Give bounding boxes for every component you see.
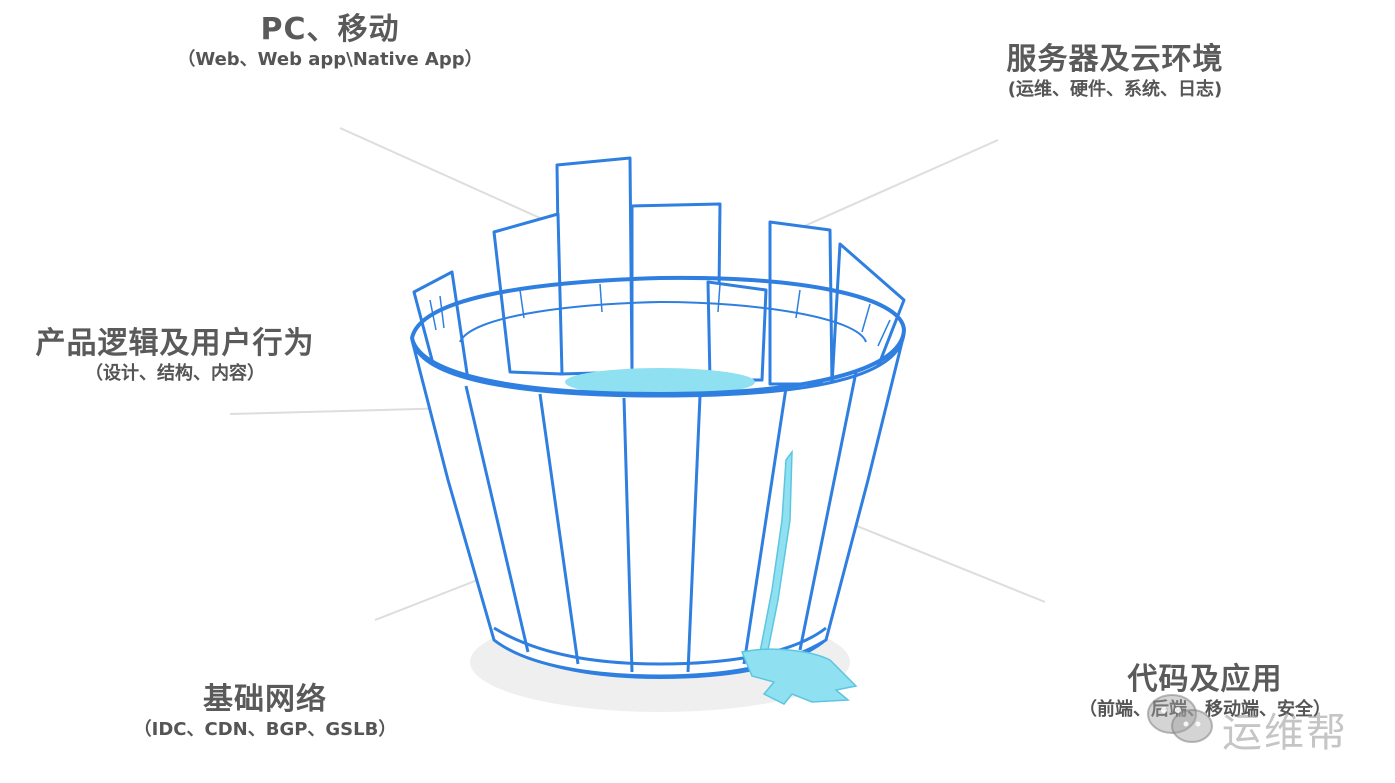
watermark: 运维帮 [1140, 686, 1380, 756]
wechat-icon [1147, 694, 1213, 743]
label-bottom-right-title: 代码及应用 [1127, 662, 1283, 697]
label-top-left-title: PC、移动 [260, 12, 400, 47]
front-stave-lines [464, 371, 858, 673]
label-top-right-subtitle: (运维、硬件、系统、日志) [1007, 79, 1223, 100]
connector-bottom-right [841, 519, 1046, 603]
label-bottom-left-subtitle: （IDC、CDN、BGP、GSLB） [133, 719, 397, 740]
barrel-rim [410, 275, 906, 396]
watermark-text: 运维帮 [1222, 710, 1348, 756]
label-top-right-title: 服务器及云环境 [1006, 42, 1224, 77]
connector-top-right [799, 139, 999, 229]
connector-top-left [339, 127, 541, 219]
label-top-left-subtitle: （Web、Web app\Native App） [177, 49, 483, 70]
leak-puddle [740, 648, 858, 705]
leak-water [740, 449, 858, 705]
label-top-right: 服务器及云环境 (运维、硬件、系统、日志) [925, 42, 1305, 102]
label-middle-left: 产品逻辑及用户行为 （设计、结构、内容） [20, 326, 330, 386]
stave-back-right [768, 220, 834, 386]
stave-back-left [492, 212, 564, 376]
rim-hatching [429, 283, 891, 347]
label-middle-left-subtitle: （设计、结构、内容） [85, 363, 265, 384]
label-bottom-left: 基础网络 （IDC、CDN、BGP、GSLB） [100, 682, 430, 742]
label-bottom-right-subtitle: （前端、后端、移动端、安全） [1079, 699, 1331, 720]
barrel-body [410, 156, 906, 679]
barrel-water-surface [565, 368, 755, 396]
stave-back-short [706, 280, 768, 382]
connector-middle-left [229, 407, 456, 415]
barrel-bottom-band [493, 626, 827, 666]
label-bottom-left-title: 基础网络 [203, 682, 327, 717]
label-top-left: PC、移动 （Web、Web app\Native App） [130, 12, 530, 72]
label-middle-left-title: 产品逻辑及用户行为 [35, 326, 315, 361]
stave-back-tallest [555, 156, 634, 376]
label-bottom-right: 代码及应用 （前端、后端、移动端、安全） [1040, 662, 1370, 722]
barrel-rim-inner [459, 301, 867, 343]
